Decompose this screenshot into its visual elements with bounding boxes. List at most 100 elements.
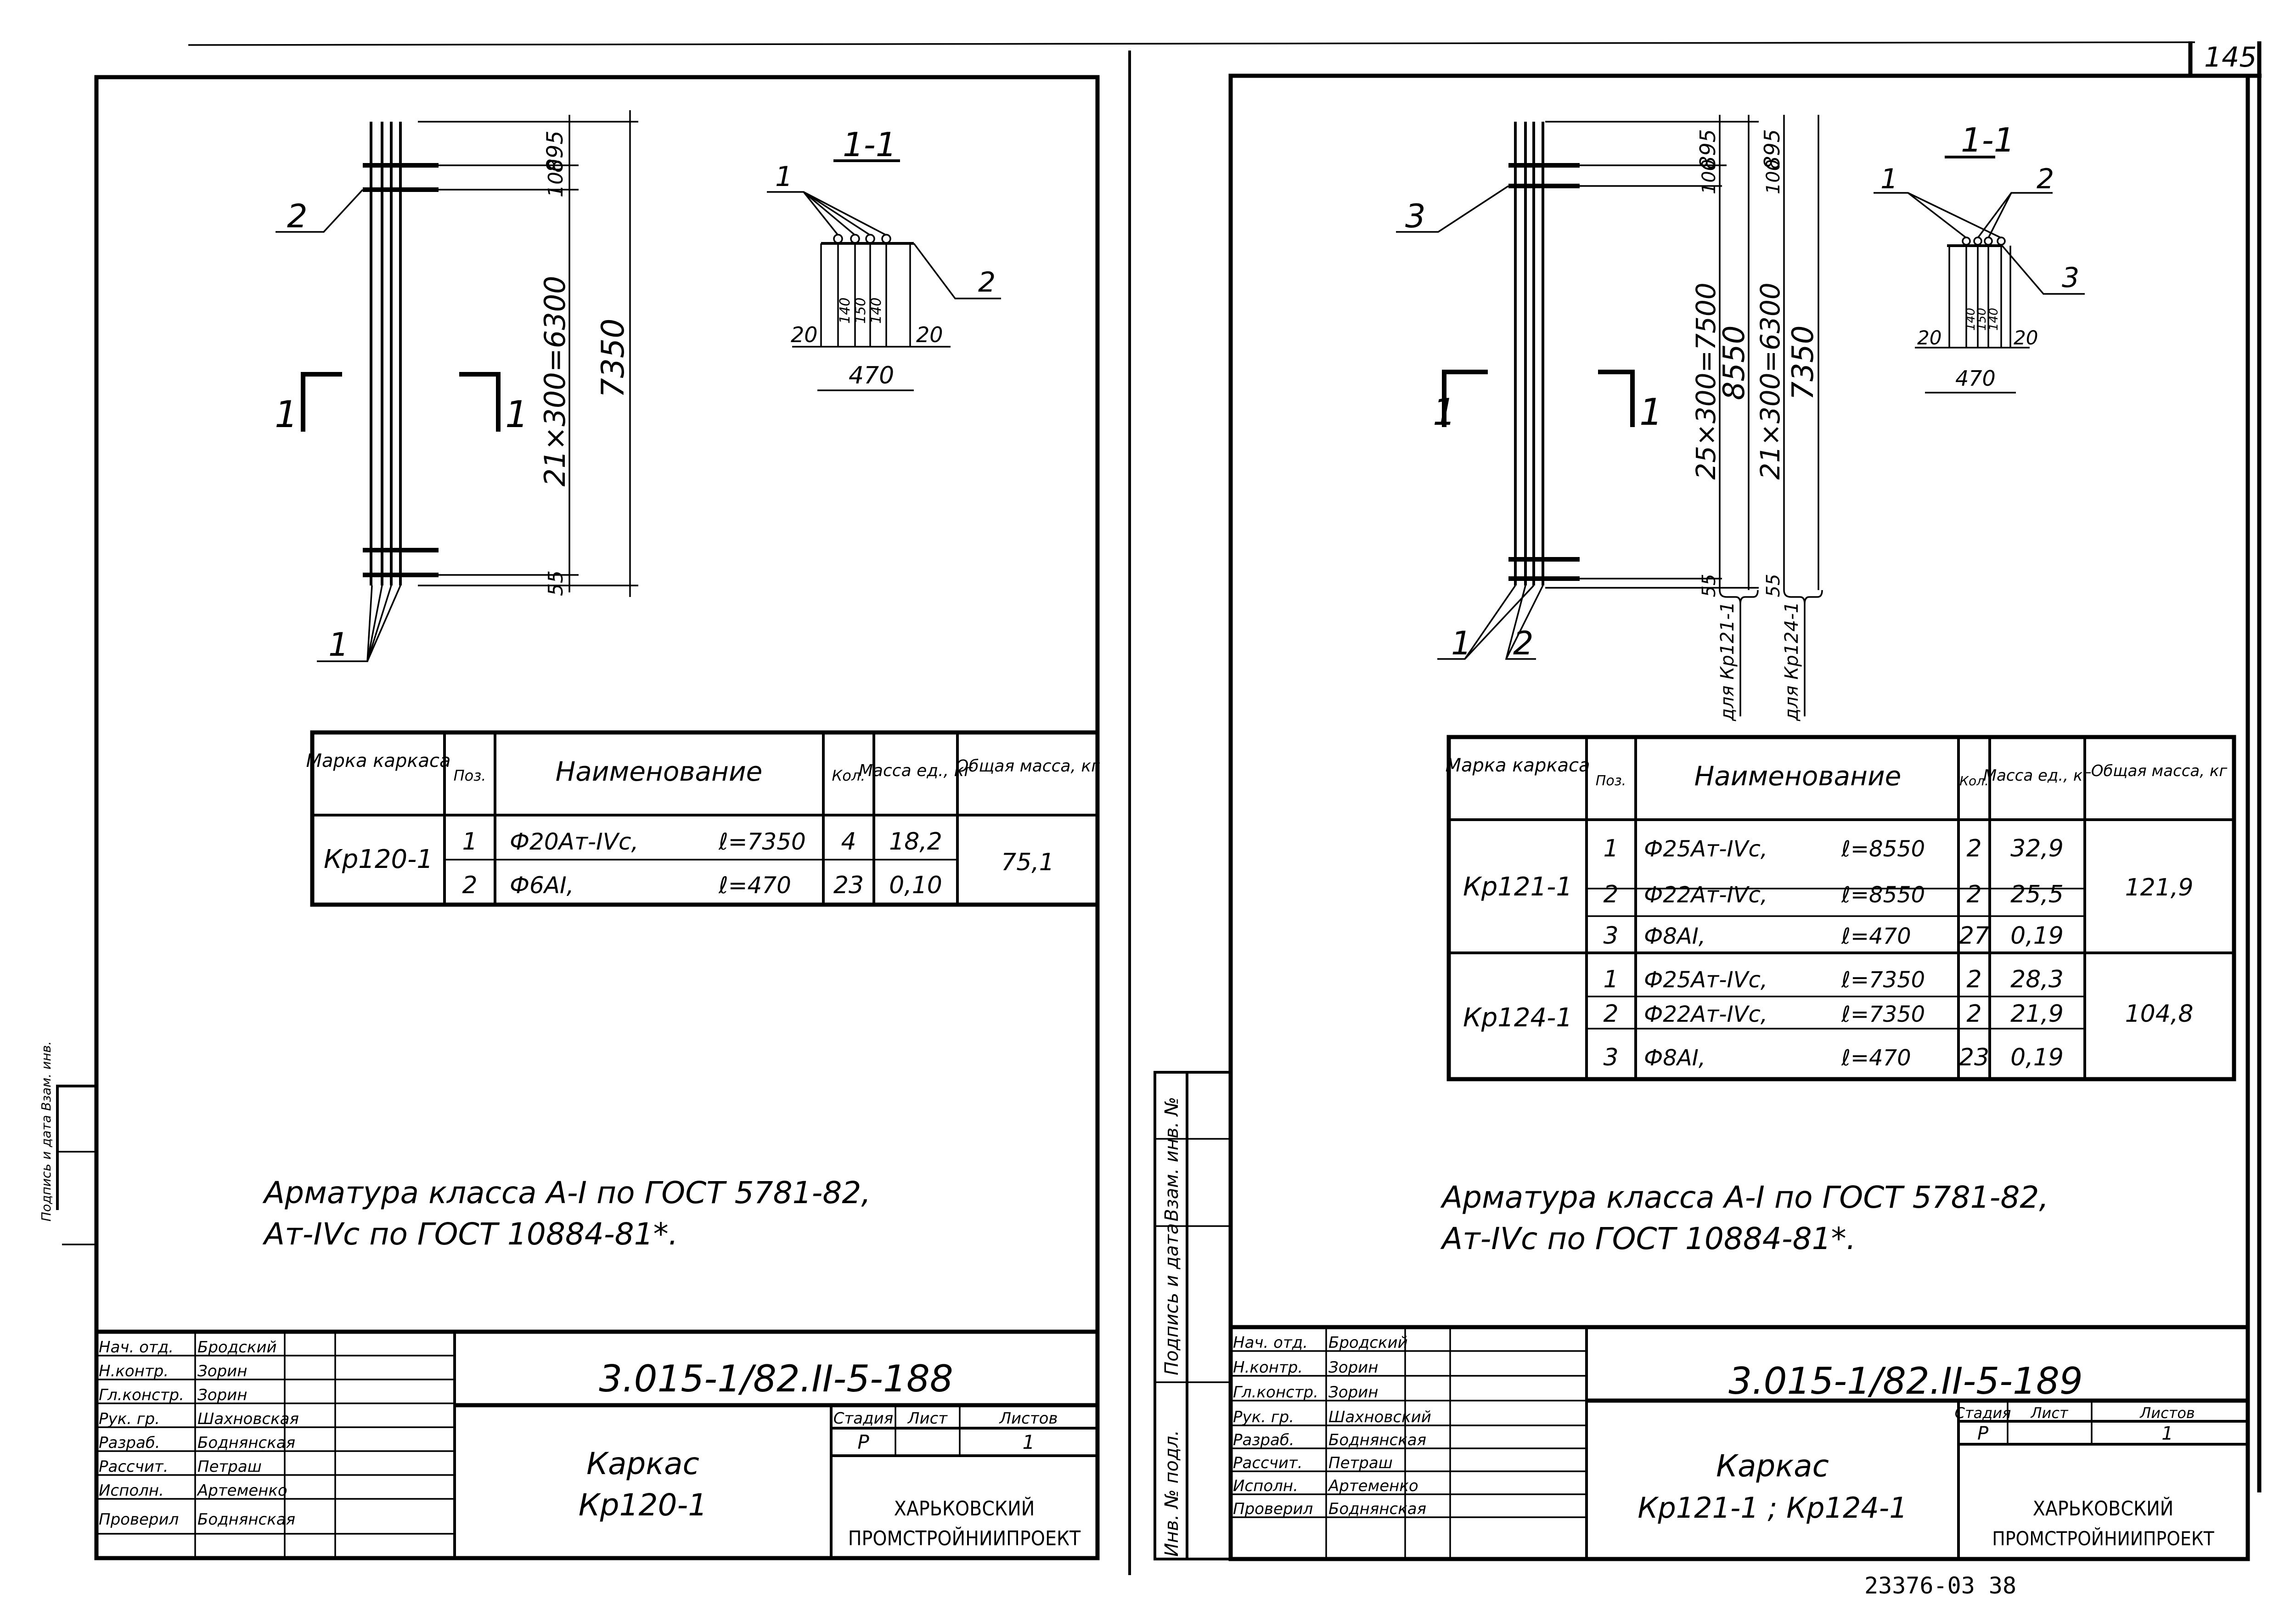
side-stamp-text: Подпись и дата Взам. инв. xyxy=(39,1041,54,1222)
td-name: Ф8АI, xyxy=(1644,923,1705,949)
td-length: ℓ=470 xyxy=(1841,1045,1911,1071)
signer-role: Рук. гр. xyxy=(1233,1408,1294,1426)
signer-role: Гл.констр. xyxy=(1233,1383,1318,1402)
stage-value: Р xyxy=(1977,1423,1989,1444)
td-name: Ф25Ат-IVс, xyxy=(1644,836,1767,862)
sheet-corner-number: 145 xyxy=(2204,41,2257,73)
left-spec-table: Марка каркаса Поз. Наименование Кол. Мас… xyxy=(306,730,1100,907)
td-mark: Кр121-1 xyxy=(1463,872,1572,902)
td-name: Ф8АI, xyxy=(1644,1045,1705,1071)
td-unit-mass: 28,3 xyxy=(2010,966,2064,993)
trim-line xyxy=(188,41,2195,46)
dim-total-b: 7350 xyxy=(1786,326,1820,400)
title-line-2: Кр120-1 xyxy=(579,1487,708,1523)
signer-name: Бродский xyxy=(1328,1334,1408,1352)
signer-name: Зорин xyxy=(1328,1383,1379,1402)
td-pos: 1 xyxy=(1603,835,1618,862)
right-section-1-1: 1-1 1 2 3 20 20 140 150 xyxy=(1874,121,2085,394)
td-pos: 1 xyxy=(462,828,477,856)
title-line-1: Каркас xyxy=(586,1446,699,1481)
right-sheet: для Кр121-1 для Кр124-1 3 1 2 1 1 895 10… xyxy=(1154,73,2250,1599)
table-row: 1 Ф25Ат-IVс, ℓ=8550 2 32,9 xyxy=(1603,835,2063,862)
signer-role: Н.контр. xyxy=(99,1362,169,1380)
section-callout-1: 1 xyxy=(775,161,793,193)
td-length: ℓ=7350 xyxy=(1841,967,1925,993)
th-total-mass: Общая масса, кг xyxy=(956,757,1100,776)
td-mark: Кр120-1 xyxy=(324,844,433,874)
signer-name: Боднянская xyxy=(197,1510,295,1529)
td-name: Ф25Ат-IVс, xyxy=(1644,967,1767,993)
th-name: Наименование xyxy=(556,756,763,787)
section-callout-1: 1 xyxy=(1880,163,1898,195)
right-title-block: Нач. отд. Бродский Н.контр. Зорин Гл.кон… xyxy=(1231,1325,2248,1559)
td-qty: 23 xyxy=(1959,1044,1989,1071)
sheet-label: Лист xyxy=(2030,1404,2068,1422)
signer-name: Петраш xyxy=(197,1458,262,1476)
section-dim-gap1: 140 xyxy=(837,298,853,324)
signer-role: Исполн. xyxy=(99,1481,164,1500)
right-side-stamp: Инв. № подл. Подпись и дата Взам. инв. № xyxy=(1154,1071,1232,1560)
note-line-1: Арматура класса А-I по ГОСТ 5781-82, xyxy=(262,1175,871,1210)
td-qty: 2 xyxy=(1966,1000,1981,1028)
signer-name: Боднянская xyxy=(1328,1500,1426,1518)
sheets-label: Листов xyxy=(2139,1404,2195,1422)
note-for-kr124: для Кр124-1 xyxy=(1781,602,1802,721)
td-qty: 2 xyxy=(1966,966,1981,993)
th-qty: Кол. xyxy=(1959,773,1989,788)
td-length: ℓ=470 xyxy=(1841,923,1911,949)
signer-name: Шахновский xyxy=(1328,1408,1431,1426)
callout-pos1: 1 xyxy=(328,626,349,664)
dim-spacing-b: 21×300=6300 xyxy=(1755,282,1786,479)
stage-label: Стадия xyxy=(1955,1404,2011,1422)
dim-top-a-1: 895 xyxy=(1695,129,1720,169)
signer-role: Разраб. xyxy=(1233,1431,1294,1449)
sheets-label: Листов xyxy=(998,1409,1058,1428)
section-callout-2: 2 xyxy=(2037,163,2054,195)
dim-bottom-2: 55 xyxy=(1763,574,1784,597)
doc-code: 3.015-1/82.II-5-188 xyxy=(599,1357,953,1400)
signer-role: Гл.констр. xyxy=(99,1386,184,1404)
left-elevation: 2 1 1 1 895 100 21×300=6300 7350 55 xyxy=(275,110,638,664)
sheets-value: 1 xyxy=(2161,1423,2173,1444)
section-title: 1-1 xyxy=(843,125,897,164)
dim-bottom-1: 55 xyxy=(1699,574,1720,597)
section-dim-right: 20 xyxy=(916,322,943,347)
section-callout-2: 2 xyxy=(978,266,996,298)
org-line-2: ПРОМСТРОЙНИИПРОЕКТ xyxy=(1992,1527,2214,1550)
signer-role: Н.контр. xyxy=(1233,1358,1303,1377)
th-pos: Поз. xyxy=(454,767,486,784)
td-total-mass: 75,1 xyxy=(1001,849,1054,876)
section-dim-gap2: 150 xyxy=(853,298,869,324)
left-side-stamp: Подпись и дата Взам. инв. xyxy=(39,1041,96,1245)
signer-name: Боднянская xyxy=(197,1434,295,1452)
td-pos: 2 xyxy=(462,872,477,899)
signer-name: Шахновская xyxy=(197,1410,299,1428)
right-frame xyxy=(1228,73,2250,1561)
side-stamp-inv-no: Инв. № подл. xyxy=(1161,1430,1182,1557)
left-title-block: Нач. отд. Бродский Н.контр. Зорин Гл.кон… xyxy=(96,1329,1097,1558)
note-for-kr121: для Кр121-1 xyxy=(1717,602,1738,721)
stage-value: Р xyxy=(857,1431,869,1453)
table-row: 2 Ф22Ат-IVс, ℓ=8550 2 25,5 xyxy=(1603,881,2063,908)
th-unit-mass: Масса ед., кг xyxy=(1983,766,2092,785)
signer-list: Нач. отд. Бродский Н.контр. Зорин Гл.кон… xyxy=(99,1338,299,1529)
signer-role: Нач. отд. xyxy=(99,1338,174,1357)
sheet-label: Лист xyxy=(907,1409,948,1428)
signer-name: Зорин xyxy=(197,1386,248,1404)
callout-pos1: 1 xyxy=(1451,625,1472,662)
dim-top-a-2: 895 xyxy=(1760,129,1784,169)
section-dim-width: 470 xyxy=(849,362,894,389)
th-name: Наименование xyxy=(1694,760,1902,792)
side-stamp-signature-date: Подпись и дата xyxy=(1161,1223,1182,1375)
td-name: Ф22Ат-IVс, xyxy=(1644,882,1767,908)
left-frame xyxy=(94,75,1100,1560)
signer-name: Артеменко xyxy=(197,1481,287,1500)
note-line-2: Ат-IVс по ГОСТ 10884-81*. xyxy=(1440,1221,1856,1256)
td-unit-mass: 18,2 xyxy=(889,828,942,856)
td-unit-mass: 21,9 xyxy=(2010,1000,2064,1028)
callout-pos2: 2 xyxy=(1513,625,1534,662)
left-section-1-1: 1-1 1 2 20 20 140 150 140 xyxy=(767,125,1001,391)
doc-code: 3.015-1/82.II-5-189 xyxy=(1728,1360,2082,1402)
dim-spacing-a: 25×300=7500 xyxy=(1690,282,1722,479)
td-length: ℓ=7350 xyxy=(1841,1002,1925,1027)
